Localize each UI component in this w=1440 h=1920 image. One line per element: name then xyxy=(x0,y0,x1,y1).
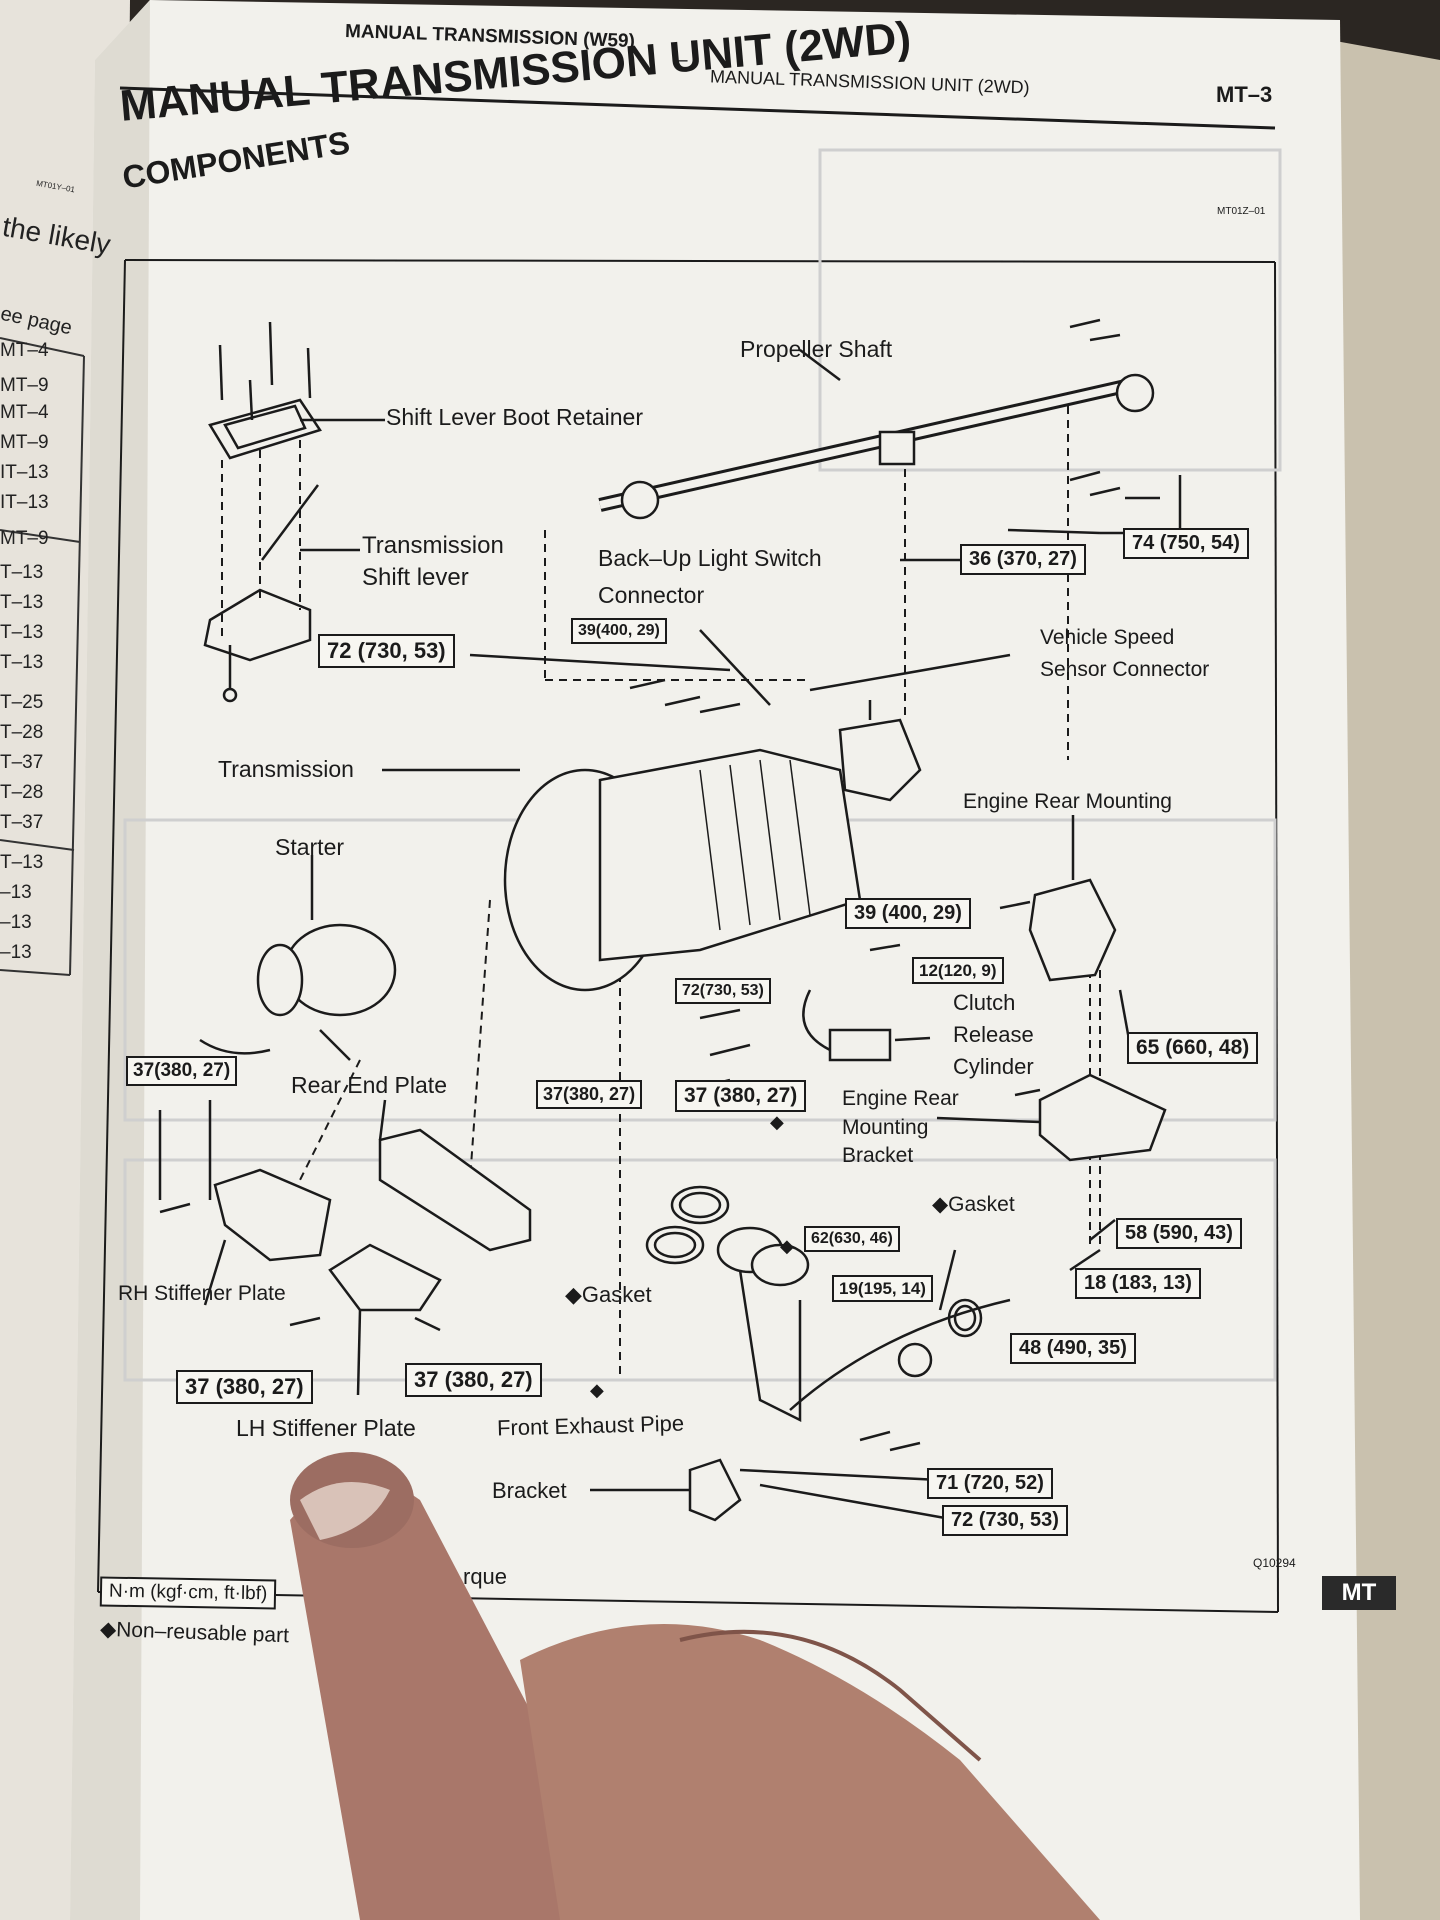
main-page xyxy=(70,0,1360,1920)
exploded-drawing xyxy=(158,318,1200,1522)
legend-units: N·m (kgf·cm, ft·lbf) xyxy=(99,1576,277,1610)
left-page-ref: MT–4 xyxy=(0,402,49,423)
label-starter: Starter xyxy=(275,834,345,860)
left-page-ref: T–28 xyxy=(0,782,44,803)
torque-58: 58 (590, 43) xyxy=(1116,1218,1242,1249)
torque-12: 12(120, 9) xyxy=(912,957,1004,985)
left-page-ref: IT–13 xyxy=(0,492,49,513)
left-page-ref: T–13 xyxy=(0,592,44,613)
label-clutch-release-3: Cylinder xyxy=(953,1054,1034,1079)
label-engine-rear-mounting: Engine Rear Mounting xyxy=(963,790,1172,813)
label-transmission-shift-lever-1: Transmission xyxy=(362,532,504,559)
torque-39-top: 39(400, 29) xyxy=(571,618,667,644)
torque-36: 36 (370, 27) xyxy=(960,544,1086,575)
label-vehicle-speed-sensor-1: Vehicle Speed xyxy=(1040,626,1175,649)
label-shift-lever-boot-retainer: Shift Lever Boot Retainer xyxy=(386,404,643,430)
torque-18: 18 (183, 13) xyxy=(1075,1268,1201,1299)
hand xyxy=(290,1452,1100,1920)
left-page-ref: T–37 xyxy=(0,752,44,773)
page-number: MT–3 xyxy=(1216,82,1273,107)
label-engine-rear-mounting-bracket-1: Engine Rear xyxy=(842,1087,959,1110)
diamond-marker-3: ◆ xyxy=(590,1380,604,1400)
torque-72-bottom: 72 (730, 53) xyxy=(942,1505,1068,1536)
torque-39-mid: 39 (400, 29) xyxy=(845,898,971,929)
left-page-ref: T–13 xyxy=(0,652,44,673)
left-page-ref: T–13 xyxy=(0,622,44,643)
label-backup-light-switch-2: Connector xyxy=(598,582,705,608)
torque-37-e: 37 (380, 27) xyxy=(405,1363,542,1397)
left-page-ref: T–13 xyxy=(0,852,44,873)
header-dash: – xyxy=(677,50,688,71)
left-page-ref: MT–9 xyxy=(0,432,49,453)
torque-48: 48 (490, 35) xyxy=(1010,1333,1136,1364)
label-engine-rear-mounting-bracket-3: Bracket xyxy=(842,1144,914,1167)
label-vehicle-speed-sensor-2: Sensor Connector xyxy=(1040,658,1210,681)
frame-left xyxy=(97,259,126,1593)
torque-72-left: 72 (730, 53) xyxy=(318,634,455,668)
frame-top xyxy=(124,259,1276,263)
torque-71: 71 (720, 52) xyxy=(927,1468,1053,1499)
diamond-marker-2: ◆ xyxy=(780,1236,794,1256)
label-gasket-left: ◆Gasket xyxy=(565,1282,652,1307)
section-tab-mt: MT xyxy=(1322,1576,1396,1610)
left-page-ref: –13 xyxy=(0,912,32,933)
label-engine-rear-mounting-bracket-2: Mounting xyxy=(842,1116,929,1139)
label-transmission-shift-lever-2: Shift lever xyxy=(362,564,469,591)
legend-torque: rque xyxy=(463,1564,508,1589)
torque-74: 74 (750, 54) xyxy=(1123,528,1249,559)
diamond-marker-1: ◆ xyxy=(770,1112,784,1132)
figure-code: MT01Z–01 xyxy=(1217,206,1266,217)
torque-72-mid: 72(730, 53) xyxy=(675,978,771,1004)
torque-62: 62(630, 46) xyxy=(804,1226,900,1252)
label-bracket: Bracket xyxy=(492,1478,567,1503)
torque-19: 19(195, 14) xyxy=(832,1275,933,1303)
torque-37-a: 37(380, 27) xyxy=(126,1056,238,1086)
label-front-exhaust-pipe: Front Exhaust Pipe xyxy=(496,1410,685,1441)
left-page-ref: MT–9 xyxy=(0,375,49,396)
left-page-ref: T–37 xyxy=(0,812,44,833)
label-gasket-right: ◆Gasket xyxy=(932,1193,1015,1216)
page-stack-edge xyxy=(1330,40,1440,1920)
left-page-ref: T–13 xyxy=(0,562,44,583)
left-page-ref: –13 xyxy=(0,882,32,903)
figure-id: Q10294 xyxy=(1253,1556,1296,1570)
torque-37-b: 37(380, 27) xyxy=(536,1080,643,1109)
torque-37-c: 37 (380, 27) xyxy=(675,1080,807,1113)
torque-37-d: 37 (380, 27) xyxy=(176,1370,313,1404)
label-backup-light-switch-1: Back–Up Light Switch xyxy=(598,545,822,571)
label-lh-stiffener-plate: LH Stiffener Plate xyxy=(236,1415,416,1441)
label-rear-end-plate: Rear End Plate xyxy=(291,1072,447,1098)
label-propeller-shaft: Propeller Shaft xyxy=(740,336,893,362)
label-rh-stiffener-plate: RH Stiffener Plate xyxy=(118,1282,286,1305)
torque-65: 65 (660, 48) xyxy=(1127,1032,1259,1065)
left-page-ref: MT–9 xyxy=(0,528,49,549)
frame-bottom xyxy=(97,1591,1279,1613)
label-clutch-release-1: Clutch xyxy=(953,990,1016,1015)
left-page-ref: –13 xyxy=(0,942,32,963)
header-rule xyxy=(119,86,1276,130)
left-page-ref: MT–4 xyxy=(0,340,49,361)
left-page-ref: T–25 xyxy=(0,692,44,713)
label-transmission: Transmission xyxy=(218,756,354,782)
left-page-ref: T–28 xyxy=(0,722,44,743)
left-page-table xyxy=(0,337,85,976)
label-clutch-release-2: Release xyxy=(953,1022,1034,1047)
left-page-ref: IT–13 xyxy=(0,462,49,483)
